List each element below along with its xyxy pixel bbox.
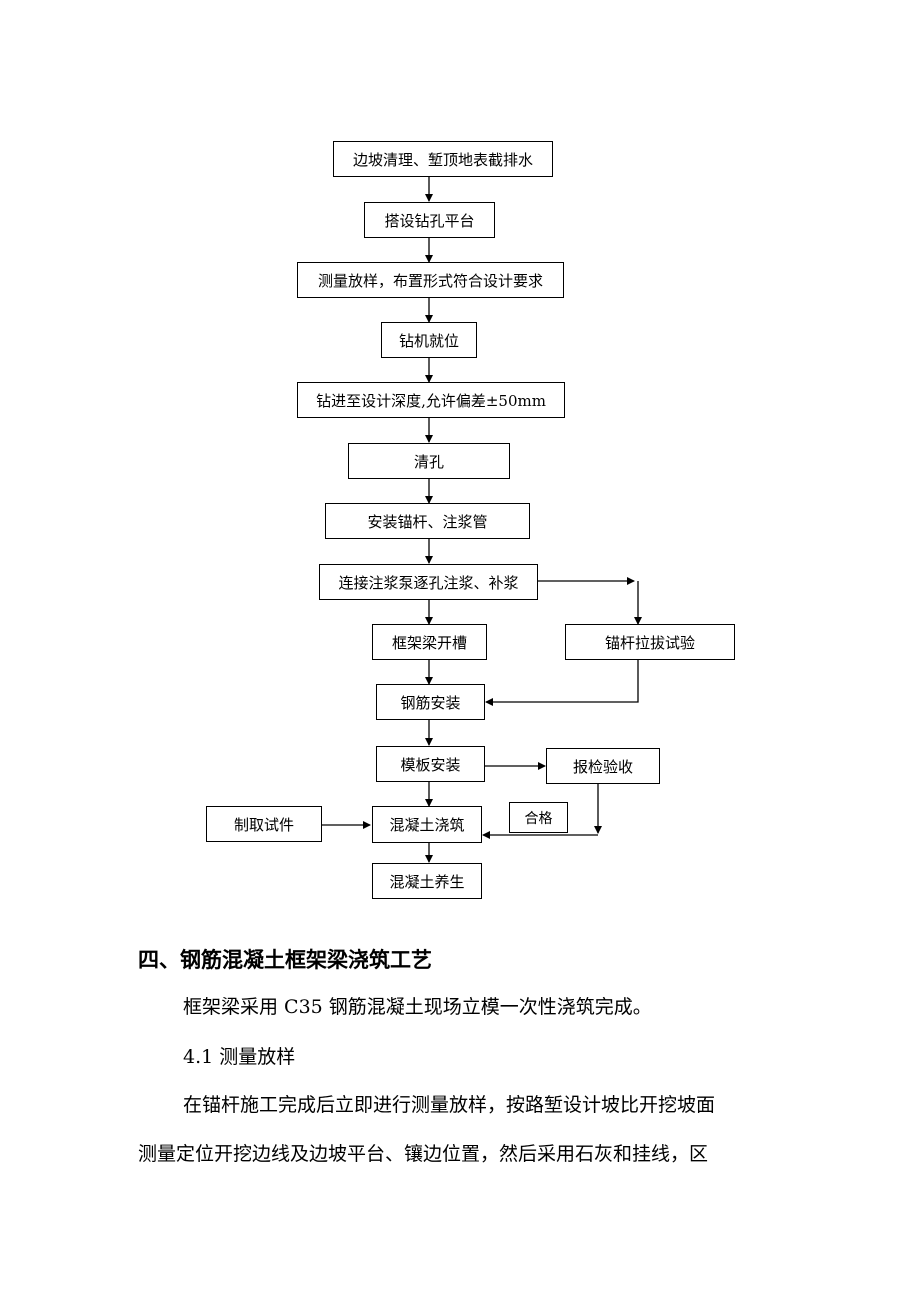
step-concrete-pouring: 混凝土浇筑 [372, 806, 482, 843]
body-line-2: 测量定位开挖边线及边坡平台、镶边位置，然后采用石灰和挂线，区 [138, 1143, 709, 1165]
step-formwork-install: 模板安装 [376, 746, 485, 782]
arrow-s10-s11 [485, 660, 639, 706]
step-test-specimen: 制取试件 [206, 806, 322, 842]
label-qualified: 合格 [509, 802, 568, 833]
step-slope-clearing: 边坡清理、堑顶地表截排水 [333, 141, 553, 177]
intro-paragraph: 框架梁采用 C35 钢筋混凝土现场立模一次性浇筑完成。 [183, 996, 652, 1018]
section-heading: 四、钢筋混凝土框架梁浇筑工艺 [138, 947, 432, 972]
step-drill-positioning: 钻机就位 [381, 322, 477, 358]
step-grouting: 连接注浆泵逐孔注浆、补浆 [319, 564, 538, 600]
step-pullout-test: 锚杆拉拔试验 [565, 624, 735, 660]
step-hole-cleaning: 清孔 [348, 443, 510, 479]
step-drill-platform: 搭设钻孔平台 [364, 202, 495, 238]
step-beam-grooving: 框架梁开槽 [372, 624, 487, 660]
body-line-1: 在锚杆施工完成后立即进行测量放样，按路堑设计坡比开挖坡面 [183, 1094, 716, 1116]
subsection-heading: 4.1 测量放样 [183, 1046, 296, 1068]
flowchart-connectors [322, 177, 642, 863]
construction-flowchart: 边坡清理、堑顶地表截排水 搭设钻孔平台 测量放样，布置形式符合设计要求 钻机就位… [206, 141, 735, 899]
step-survey-layout: 测量放样，布置形式符合设计要求 [297, 262, 564, 298]
step-install-anchor: 安装锚杆、注浆管 [325, 503, 530, 539]
step-inspection: 报检验收 [546, 748, 660, 784]
step-concrete-curing: 混凝土养生 [372, 863, 482, 899]
step-rebar-install: 钢筋安装 [376, 684, 485, 720]
step-drill-depth: 钻进至设计深度,允许偏差±50mm [297, 382, 565, 418]
